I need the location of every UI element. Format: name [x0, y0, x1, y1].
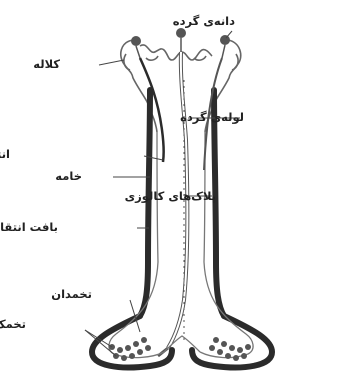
- label-stigma: کلاله: [33, 57, 60, 71]
- label-ovules: تخمک‌ها: [0, 317, 26, 331]
- pollen-tube-main: [158, 52, 187, 356]
- label-pollen-grain: دانه‌ی گرده: [173, 14, 235, 28]
- label-pollen-tube: لوله‌ی گرده: [180, 110, 244, 125]
- pollen-grain-left: [131, 36, 141, 46]
- label-pollen-tube-end: انتهای لوله‌ی گرده: [0, 147, 10, 162]
- label-ovary: تخمدان: [51, 287, 92, 301]
- pollen-grain-middle: [176, 28, 186, 38]
- pollen-grain-right: [220, 35, 230, 45]
- ovary-walls: [92, 316, 272, 367]
- label-callose-plugs: پلاک‌های کالوزی: [125, 189, 216, 204]
- ovules: [109, 337, 251, 361]
- label-transmitting-tissue: بافت انتقالی: [0, 220, 58, 234]
- label-style: خامه: [55, 169, 82, 183]
